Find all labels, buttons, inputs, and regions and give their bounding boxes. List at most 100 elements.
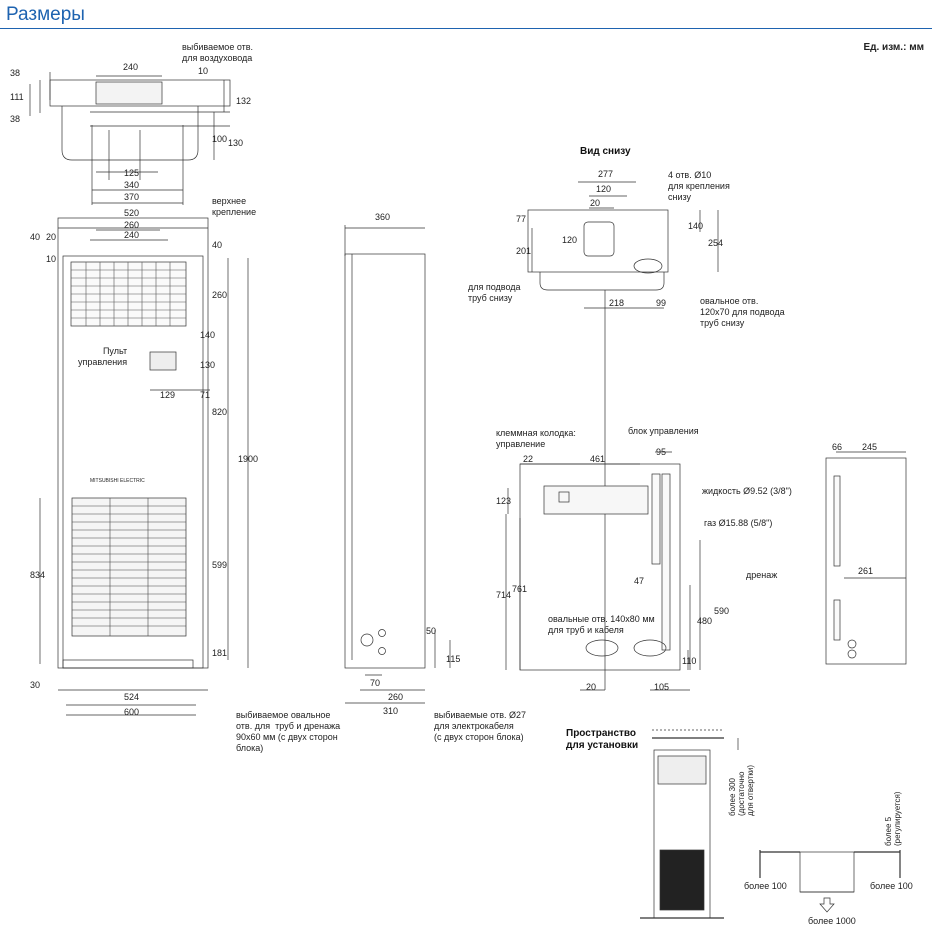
label-oval-140: овальные отв. 140x80 мм для труб и кабел… [548, 614, 655, 635]
dim-132: 132 [236, 96, 251, 106]
dim-129: 129 [160, 390, 175, 400]
dim-834: 834 [30, 570, 45, 580]
brand-logo: MITSUBISHI ELECTRIC [90, 478, 145, 484]
bottom-grille [71, 497, 187, 637]
dim-714: 714 [496, 590, 511, 600]
piping-view [505, 451, 701, 691]
label-above-300: более 300 (достаточно для отвертки) [728, 764, 755, 816]
dim-99: 99 [656, 298, 666, 308]
dim-50: 50 [426, 626, 436, 636]
dim-761: 761 [512, 584, 527, 594]
dim-20c: 20 [586, 682, 596, 692]
dim-370: 370 [124, 192, 139, 202]
label-above-1000: более 1000 [808, 916, 856, 926]
dim-1900: 1900 [238, 454, 258, 464]
dim-10c: 10 [46, 254, 56, 264]
dim-461: 461 [590, 454, 605, 464]
dim-38b: 38 [10, 114, 20, 124]
dim-520: 520 [124, 208, 139, 218]
dim-30: 30 [30, 680, 40, 690]
install-space [640, 729, 901, 919]
install-top-view [799, 851, 855, 893]
dim-310: 310 [383, 706, 398, 716]
dim-20b: 20 [590, 198, 600, 208]
dim-100: 100 [212, 134, 227, 144]
dim-240: 240 [123, 62, 138, 72]
front-view [39, 217, 249, 716]
dim-260b: 260 [212, 290, 227, 300]
dim-218: 218 [609, 298, 624, 308]
label-pipe-bottom: для подвода труб снизу [468, 282, 521, 303]
dim-20a: 20 [46, 232, 56, 242]
dim-40a: 40 [30, 232, 40, 242]
dim-245: 245 [862, 442, 877, 452]
side-outline [344, 253, 426, 669]
label-oval-knockout: выбиваемое овальное отв. для труб и дрен… [236, 710, 341, 753]
terminal-block [558, 491, 570, 503]
dim-77: 77 [516, 214, 526, 224]
dim-261: 261 [858, 566, 873, 576]
label-knockout-27: выбиваемые отв. Ø27 для электрокабеля (с… [434, 710, 527, 742]
dim-201: 201 [516, 246, 531, 256]
dim-600: 600 [124, 707, 139, 717]
dim-110: 110 [682, 656, 696, 666]
oval-hole-140-left [585, 639, 619, 657]
label-above-100-left: более 100 [744, 881, 787, 891]
label-gas: газ Ø15.88 (5/8") [704, 518, 773, 528]
label-oval-120: овальное отв. 120x70 для подвода труб сн… [700, 296, 785, 328]
dim-120b: 120 [562, 235, 577, 245]
install-unit-grille [659, 849, 705, 911]
top-view-body [61, 106, 199, 161]
dim-71: 71 [200, 390, 210, 400]
label-remote: Пульт управления [78, 346, 128, 367]
oval-hole-120 [633, 258, 663, 274]
dim-260c: 260 [388, 692, 403, 702]
label-holes-4: 4 отв. Ø10 для крепления снизу [668, 170, 730, 202]
oval-hole-140-right [633, 639, 667, 657]
dim-599: 599 [212, 560, 227, 570]
duct-knockout [95, 81, 163, 105]
dim-480: 480 [697, 616, 712, 626]
dim-590: 590 [714, 606, 729, 616]
remote-controller [149, 351, 177, 371]
dim-47: 47 [634, 576, 644, 586]
dim-95: 95 [656, 447, 666, 457]
dim-140a: 140 [200, 330, 215, 340]
knockout-27-bottom [378, 647, 386, 655]
dim-120a: 120 [596, 184, 611, 194]
label-above-5: более 5 (регулируется) [884, 791, 902, 846]
label-terminal: клеммная колодка: управление [496, 428, 576, 449]
front-base [62, 659, 194, 669]
bottom-pipe-hole [583, 221, 615, 257]
pipe-side-view [825, 451, 907, 665]
label-drain: дренаж [746, 570, 778, 580]
dim-10: 10 [198, 66, 208, 76]
dim-260a: 260 [124, 220, 139, 230]
page-title: Размеры [6, 4, 85, 25]
dim-820: 820 [212, 407, 227, 417]
dim-130a: 130 [228, 138, 243, 148]
dim-38a: 38 [10, 68, 20, 78]
label-install-space: Пространство для установки [566, 728, 639, 751]
pipe-column [661, 473, 671, 651]
arrow-down-icon [819, 897, 835, 913]
dim-277: 277 [598, 169, 613, 179]
units-label: Ед. изм.: мм [863, 42, 924, 53]
dim-140b: 140 [688, 221, 703, 231]
dim-340: 340 [124, 180, 139, 190]
dim-240b: 240 [124, 230, 139, 240]
dim-524: 524 [124, 692, 139, 702]
label-duct-knockout: выбиваемое отв. для воздуховода [182, 42, 254, 63]
bottom-view-outline [527, 209, 669, 273]
dim-360: 360 [375, 212, 390, 222]
label-control-block: блок управления [628, 426, 699, 436]
side-view [344, 225, 451, 704]
dim-40b: 40 [212, 240, 222, 250]
label-above-100-right: более 100 [870, 881, 913, 891]
dim-22: 22 [523, 454, 533, 464]
dim-130b: 130 [200, 360, 215, 370]
dimension-labels: 240 10 38 111 38 132 100 130 125 340 370… [10, 62, 877, 717]
pipe-column-2 [651, 473, 661, 565]
dim-123: 123 [496, 496, 511, 506]
